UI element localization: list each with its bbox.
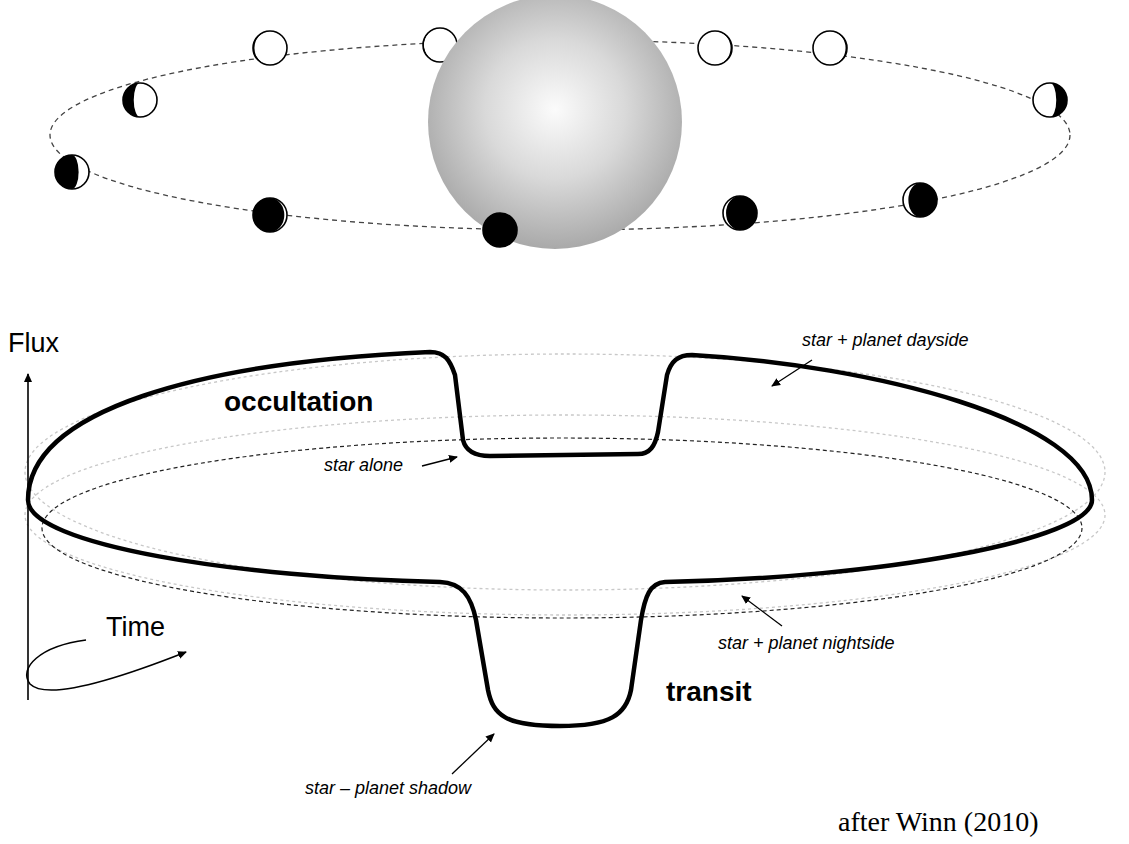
planet-disc — [698, 31, 732, 65]
annotation: star + planet nightside — [716, 633, 897, 654]
planet-disc — [253, 31, 287, 65]
planet — [483, 213, 517, 247]
planet — [253, 198, 287, 232]
phase-label: occultation — [222, 386, 375, 418]
star-disc — [428, 0, 682, 249]
time-arrow — [27, 640, 186, 690]
planet-outline — [813, 31, 847, 65]
planet — [723, 196, 757, 230]
planet-outline — [123, 83, 157, 117]
planet-night-side — [423, 28, 440, 62]
planet-disc — [903, 183, 937, 217]
planet-outline — [698, 31, 732, 65]
planet-disc — [723, 196, 757, 230]
planet-disc — [813, 31, 847, 65]
leader-arrow — [452, 734, 494, 774]
planet-outline — [253, 31, 287, 65]
planet-group — [55, 155, 937, 247]
annotation: star + planet dayside — [800, 330, 971, 351]
planet-outline — [903, 183, 937, 217]
planet-outline — [253, 198, 287, 232]
planet — [253, 31, 287, 65]
planet-disc — [55, 155, 89, 189]
planet-outline — [723, 196, 757, 230]
planet-outline — [55, 155, 89, 189]
planet-outline — [1033, 83, 1067, 117]
planet — [903, 183, 937, 217]
planet — [1033, 83, 1067, 117]
planet — [55, 155, 89, 189]
planet — [123, 83, 157, 117]
flux-axis — [27, 374, 29, 700]
planet — [813, 31, 847, 65]
planet — [698, 31, 732, 65]
phase-label: transit — [664, 676, 754, 708]
planet-night-side — [715, 31, 732, 65]
planet-night-side — [1050, 83, 1067, 117]
annotation: star – planet shadow — [303, 778, 473, 799]
planet-disc — [253, 198, 287, 232]
planet-night-side — [55, 155, 79, 189]
guide-ellipse — [42, 438, 1082, 618]
axis-label: Flux — [6, 328, 61, 359]
guide-ellipse — [25, 354, 1105, 590]
leader-arrow — [742, 596, 782, 626]
planet-night-side — [253, 31, 270, 65]
planet-disc — [483, 213, 517, 247]
planet-night-side — [830, 31, 847, 65]
light-curve — [28, 352, 1092, 726]
planet-disc — [123, 83, 157, 117]
leader-arrow — [422, 457, 457, 466]
planet-night-side — [483, 213, 517, 247]
planet-outline — [483, 213, 517, 247]
leader-arrow — [772, 360, 812, 386]
axis-label: Time — [104, 612, 167, 643]
credit-note: after Winn (2010) — [836, 806, 1041, 838]
planet-night-side — [123, 83, 140, 117]
guide-ellipse — [25, 415, 1105, 615]
annotation: star alone — [322, 455, 405, 476]
planet-disc — [1033, 83, 1067, 117]
